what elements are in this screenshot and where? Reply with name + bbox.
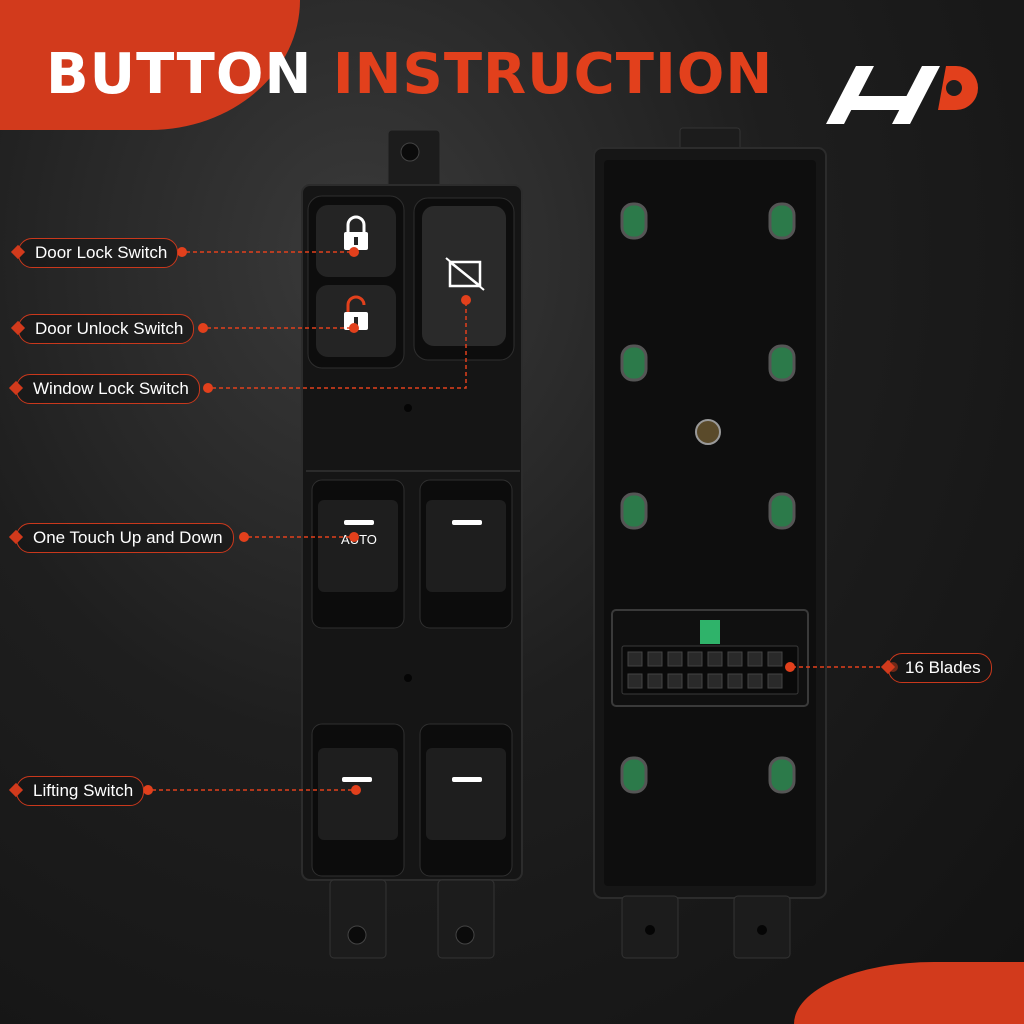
label-blades: 16 Blades: [888, 653, 992, 683]
switch-back: [593, 127, 827, 959]
label-door-unlock: Door Unlock Switch: [18, 314, 195, 344]
brand-logo: [826, 66, 978, 124]
blade-slots: [620, 202, 796, 794]
title-orange: INSTRUCTION: [332, 42, 774, 107]
auto-text: AUTO: [341, 532, 377, 547]
label-door-lock: Door Lock Switch: [18, 238, 179, 268]
label-lifting: Lifting Switch: [16, 776, 145, 806]
page-title: BUTTON INSTRUCTION: [46, 42, 773, 107]
title-white: BUTTON: [46, 42, 313, 107]
label-one-touch: One Touch Up and Down: [16, 523, 234, 553]
lock-icon: [344, 215, 368, 250]
label-window-lock: Window Lock Switch: [16, 374, 200, 404]
switch-front: AUTO: [301, 129, 523, 959]
connector-16-blades: [611, 609, 809, 707]
leader-lines: [152, 251, 888, 791]
window-lock-icon: [445, 257, 485, 291]
